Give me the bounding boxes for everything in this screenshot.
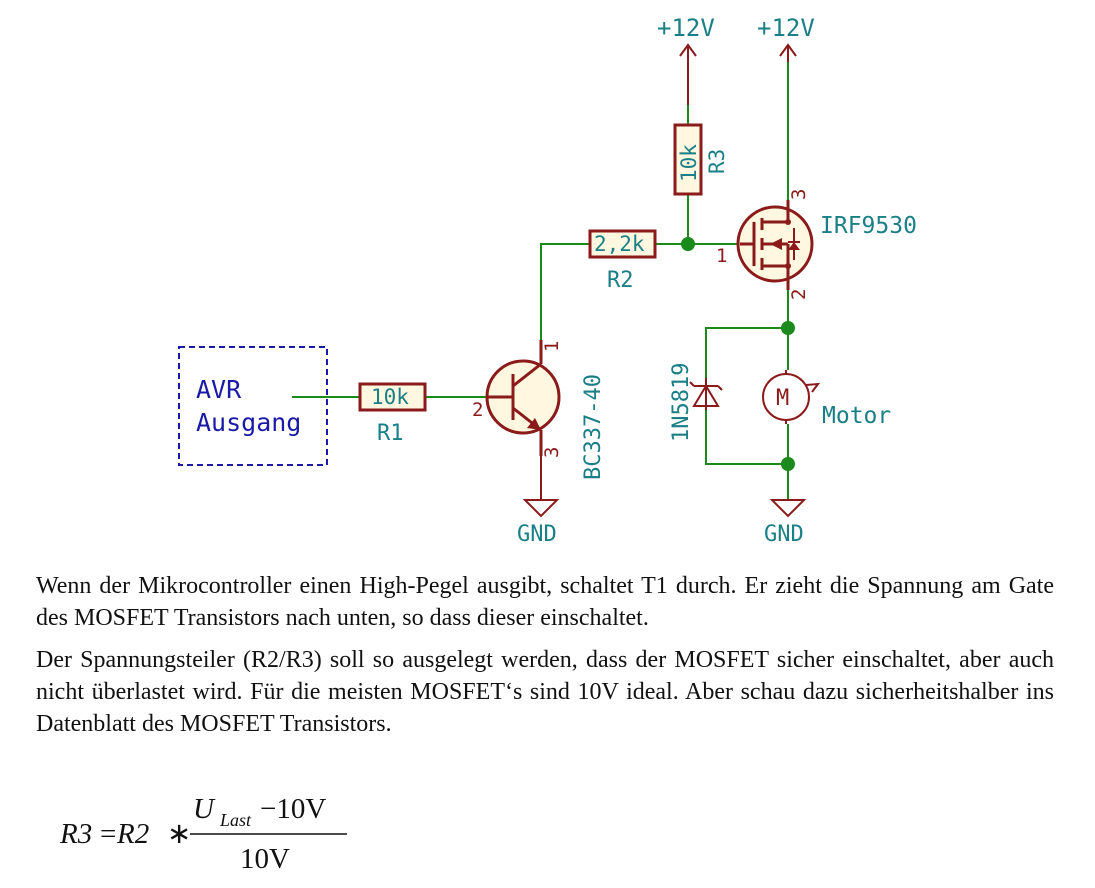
svg-text:Last: Last [219, 810, 252, 830]
svg-text:BC337-40: BC337-40 [581, 374, 606, 480]
svg-text:1N5819: 1N5819 [669, 363, 694, 442]
svg-text:∗: ∗ [167, 818, 191, 850]
svg-text:R1: R1 [377, 421, 404, 446]
svg-text:10V: 10V [240, 843, 290, 875]
svg-text:3: 3 [788, 189, 810, 200]
svg-text:=: = [100, 818, 116, 850]
paragraph-voltage-divider: Der Spannungsteiler (R2/R3) soll so ausg… [36, 647, 1054, 737]
avr-output-box [178, 346, 328, 466]
ausgang-label: Ausgang [196, 408, 301, 437]
paragraph-explanation: Wenn der Mikrocontroller einen High-Pege… [36, 573, 1054, 631]
svg-text:1: 1 [716, 245, 727, 267]
diode-1n5819: 1N5819 [669, 363, 723, 442]
transistor-bc337: 1 2 3 BC337-40 [472, 340, 606, 480]
mosfet-irf9530: 1 2 3 IRF9530 [716, 189, 917, 300]
resistor-r3: 10k R3 [673, 123, 729, 196]
svg-text:2,2k: 2,2k [594, 232, 645, 256]
ground-left: GND [517, 456, 560, 547]
svg-text:R3: R3 [60, 818, 92, 850]
motor: M Motor [762, 370, 891, 429]
svg-text:+12V: +12V [657, 14, 715, 42]
avr-label: AVR [196, 375, 242, 404]
svg-text:2: 2 [472, 399, 483, 421]
svg-text:U: U [193, 793, 216, 825]
r3-formula: R3 = R2 ∗ U Last −10V 10V [60, 793, 347, 875]
ground-right: GND [764, 499, 807, 547]
svg-text:R3: R3 [705, 149, 729, 174]
svg-text:Motor: Motor [822, 403, 891, 429]
svg-text:M: M [776, 386, 789, 411]
svg-text:1: 1 [541, 341, 563, 352]
svg-text:10k: 10k [677, 144, 701, 182]
svg-text:−10V: −10V [260, 793, 326, 825]
svg-text:2: 2 [788, 289, 810, 300]
power-12v-right: +12V [757, 14, 815, 62]
resistor-r2: 2,2k R2 [588, 229, 657, 293]
svg-text:IRF9530: IRF9530 [820, 213, 917, 239]
svg-text:3: 3 [541, 447, 563, 458]
circuit-schematic: AVR Ausgang +12V +12V 10k R3 2,2k R2 10k [178, 14, 917, 547]
svg-text:R2: R2 [607, 268, 634, 293]
svg-text:10k: 10k [371, 385, 409, 409]
resistor-r1: 10k R1 [358, 382, 427, 446]
svg-text:R2: R2 [116, 818, 149, 850]
svg-text:+12V: +12V [757, 14, 815, 42]
svg-text:GND: GND [764, 522, 804, 547]
svg-text:GND: GND [517, 522, 557, 547]
power-12v-left: +12V [657, 14, 715, 105]
